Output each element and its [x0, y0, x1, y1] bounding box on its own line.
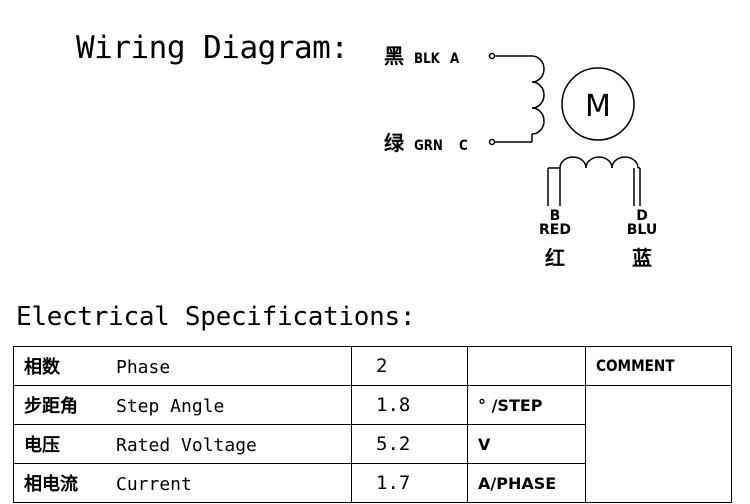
spec-unit: A/PHASE: [467, 463, 586, 503]
coil-b-d: [547, 156, 641, 206]
motor-symbol: [561, 67, 635, 141]
wiring-diagram-title: Wiring Diagram:: [76, 30, 349, 66]
wire-d-color-en: BLU: [626, 222, 658, 238]
spec-name-cn: 相电流: [24, 474, 78, 495]
spec-unit: [467, 346, 586, 386]
spec-name-cn: 步距角: [24, 396, 78, 417]
spec-value: 2: [351, 346, 468, 386]
terminal-a-dot: [488, 52, 496, 60]
spec-value: 1.8: [351, 385, 468, 425]
wire-a-color-cn: 黑: [384, 44, 404, 68]
wire-d-terminal: D: [636, 208, 648, 224]
terminal-c-dot: [488, 138, 496, 146]
wire-d-label: D BLU 蓝: [622, 208, 662, 271]
spec-name-en: Rated Voltage: [116, 435, 257, 456]
spec-name-cell: 相电流 Current: [13, 463, 352, 503]
spec-value: 1.7: [351, 463, 468, 503]
wire-b-label: B RED 红: [535, 208, 575, 271]
wire-c-color-cn: 绿: [384, 131, 404, 155]
wire-c-color-en: GRN: [413, 138, 443, 154]
table-row: 相数 Phase 2 COMMENT: [13, 346, 732, 386]
electrical-specifications-title: Electrical Specifications:: [16, 302, 416, 332]
wire-c-label: 绿 GRN C: [384, 127, 469, 156]
spec-unit: ° /STEP: [467, 385, 586, 425]
spec-name-cell: 步距角 Step Angle: [13, 385, 352, 425]
table-row: 电压 Rated Voltage 5.2 V: [13, 424, 732, 464]
spec-unit: V: [467, 424, 586, 464]
comment-header: COMMENT: [596, 356, 675, 375]
wire-a-terminal: A: [449, 51, 459, 67]
wire-c-terminal: C: [459, 138, 468, 154]
wire-a-label: 黑 BLK A: [384, 40, 460, 69]
spec-name-en: Phase: [116, 357, 171, 378]
wire-b-terminal: B: [549, 208, 561, 224]
wire-a-color-en: BLK: [413, 51, 440, 67]
wire-d-color-cn: 蓝: [632, 246, 652, 270]
wire-b-color-cn: 红: [545, 246, 565, 270]
spec-name-en: Step Angle: [116, 396, 225, 417]
spec-name-cn: 相数: [24, 357, 60, 378]
comment-body-cell: [585, 385, 732, 503]
coil-a-c: [488, 52, 545, 146]
spec-name-cell: 电压 Rated Voltage: [13, 424, 352, 464]
spec-name-cn: 电压: [24, 435, 60, 456]
wire-b-color-en: RED: [539, 222, 571, 238]
wiring-diagram: M: [488, 52, 641, 206]
table-row: 步距角 Step Angle 1.8 ° /STEP: [13, 385, 732, 503]
comment-header-cell: COMMENT: [585, 346, 732, 386]
table-row: 相电流 Current 1.7 A/PHASE: [13, 463, 732, 503]
motor-label: M: [585, 89, 611, 124]
specifications-table: 相数 Phase 2 COMMENT 步距角 Step Angle 1.8 ° /S…: [13, 346, 732, 503]
spec-value: 5.2: [351, 424, 468, 464]
spec-name-cell: 相数 Phase: [13, 346, 352, 386]
spec-name-en: Current: [116, 474, 192, 495]
